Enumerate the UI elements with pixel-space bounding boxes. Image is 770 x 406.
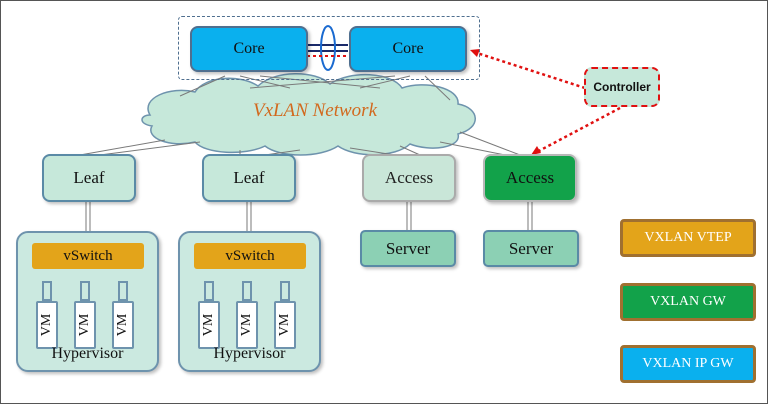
vm-label: VM [239, 313, 254, 337]
vm[interactable]: VM [74, 301, 96, 349]
leaf-switch-2[interactable]: Leaf [202, 154, 296, 202]
server-label: Server [385, 238, 431, 258]
vm-label: VM [39, 313, 54, 337]
vm-connector [42, 281, 52, 301]
vm[interactable]: VM [236, 301, 258, 349]
legend-vxlan-gw: VXLAN GW [620, 283, 756, 321]
vswitch-label: vSwitch [225, 247, 275, 264]
access-label: Access [505, 168, 555, 187]
legend-label: VXLAN VTEP [644, 230, 732, 245]
vm[interactable]: VM [36, 301, 58, 349]
core-group-border [178, 16, 480, 80]
vm-label: VM [201, 313, 216, 337]
hypervisor-label: Hypervisor [51, 345, 124, 362]
vm[interactable]: VM [198, 301, 220, 349]
vm-label: VM [77, 313, 92, 337]
server-label: Server [508, 238, 554, 258]
vm[interactable]: VM [112, 301, 134, 349]
access-label: Access [384, 168, 434, 187]
controller-node[interactable]: Controller [584, 67, 660, 107]
access-switch-2[interactable]: Access [483, 154, 577, 202]
server-1[interactable]: Server [360, 230, 456, 267]
core-switch-2[interactable]: Core [349, 26, 467, 72]
vm-connector [118, 281, 128, 301]
leaf-switch-1[interactable]: Leaf [42, 154, 136, 202]
core-label: Core [233, 40, 265, 57]
legend-label: VXLAN IP GW [642, 356, 734, 371]
legend-vxlan-vtep: VXLAN VTEP [620, 219, 756, 257]
vm-connector [80, 281, 90, 301]
legend-vxlan-ip-gw: VXLAN IP GW [620, 345, 756, 383]
hypervisor-host-1[interactable]: vSwitch VM VM VM Hypervisor [16, 231, 159, 372]
vswitch[interactable]: vSwitch [32, 243, 144, 269]
vm-label: VM [115, 313, 130, 337]
vswitch-label: vSwitch [63, 247, 113, 264]
vm-connector [280, 281, 290, 301]
legend-label: VXLAN GW [650, 294, 726, 309]
vxlan-network-label: VxLAN Network [252, 100, 378, 121]
server-2[interactable]: Server [483, 230, 579, 267]
vm[interactable]: VM [274, 301, 296, 349]
vm-label: VM [277, 313, 292, 337]
controller-label: Controller [593, 80, 651, 94]
vm-connector [204, 281, 214, 301]
core-label: Core [392, 40, 424, 57]
access-switch-1[interactable]: Access [362, 154, 456, 202]
leaf-label: Leaf [73, 168, 105, 187]
vswitch[interactable]: vSwitch [194, 243, 306, 269]
hypervisor-host-2[interactable]: vSwitch VM VM VM Hypervisor [178, 231, 321, 372]
hypervisor-label: Hypervisor [213, 345, 286, 362]
leaf-label: Leaf [233, 168, 265, 187]
core-switch-1[interactable]: Core [190, 26, 308, 72]
vm-connector [242, 281, 252, 301]
